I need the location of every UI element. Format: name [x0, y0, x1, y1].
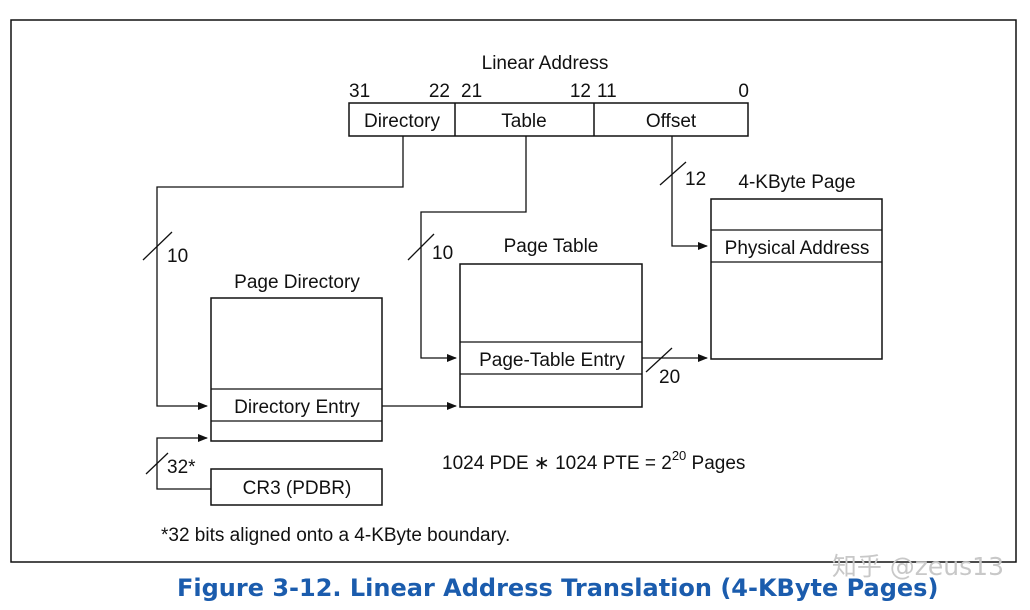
- cr3-width-label: 32*: [167, 457, 196, 478]
- directory-entry-label: Directory Entry: [234, 397, 360, 418]
- cr3-width-slash: [145, 452, 169, 475]
- figure-frame: [10, 19, 1017, 563]
- formula-tail: Pages: [686, 453, 745, 474]
- field-directory: Directory: [364, 111, 441, 132]
- bit-11-label: 11: [597, 81, 617, 102]
- page-title: 4-KByte Page: [738, 172, 855, 193]
- cr3-box: [210, 468, 383, 506]
- page-table-entry-label: Page-Table Entry: [479, 350, 625, 371]
- linear-address-box: [348, 102, 749, 137]
- page-table-box: [459, 263, 643, 408]
- bit-0-label: 0: [738, 81, 749, 102]
- field-offset: Offset: [646, 111, 697, 132]
- bit-22-label: 22: [429, 81, 450, 102]
- page-directory-title: Page Directory: [234, 272, 360, 293]
- pte-width-slash: [645, 347, 673, 373]
- table-width-label: 10: [432, 243, 453, 264]
- field-table: Table: [501, 111, 546, 132]
- table-path-arrow: [420, 136, 527, 362]
- figure-caption: Figure 3-12. Linear Address Translation …: [177, 574, 938, 602]
- directory-path-arrow: [156, 136, 404, 410]
- linear-address-title: Linear Address: [482, 53, 609, 74]
- formula-exponent: 20: [672, 448, 686, 463]
- offset-width-slash: [659, 161, 687, 186]
- bit-12-label: 12: [570, 81, 591, 102]
- table-width-slash: [407, 233, 435, 261]
- bit-21-label: 21: [461, 81, 482, 102]
- offset-path-arrow: [671, 136, 708, 250]
- page-directory-box: [210, 297, 383, 442]
- watermark: 知乎 @zeus13: [832, 552, 1004, 581]
- physical-address-label: Physical Address: [725, 238, 870, 259]
- page-table-title: Page Table: [504, 236, 599, 257]
- dir-width-label: 10: [167, 246, 188, 267]
- offset-width-label: 12: [685, 169, 706, 190]
- dir-width-slash: [142, 231, 173, 261]
- pte-width-label: 20: [659, 367, 680, 388]
- bit-31-label: 31: [349, 81, 370, 102]
- page-box: [710, 198, 883, 360]
- formula-base: 1024 PDE ∗ 1024 PTE = 2: [442, 453, 672, 474]
- page-count-formula: 1024 PDE ∗ 1024 PTE = 220 Pages: [442, 448, 745, 474]
- footnote: *32 bits aligned onto a 4-KByte boundary…: [161, 525, 510, 546]
- cr3-label: CR3 (PDBR): [243, 478, 352, 499]
